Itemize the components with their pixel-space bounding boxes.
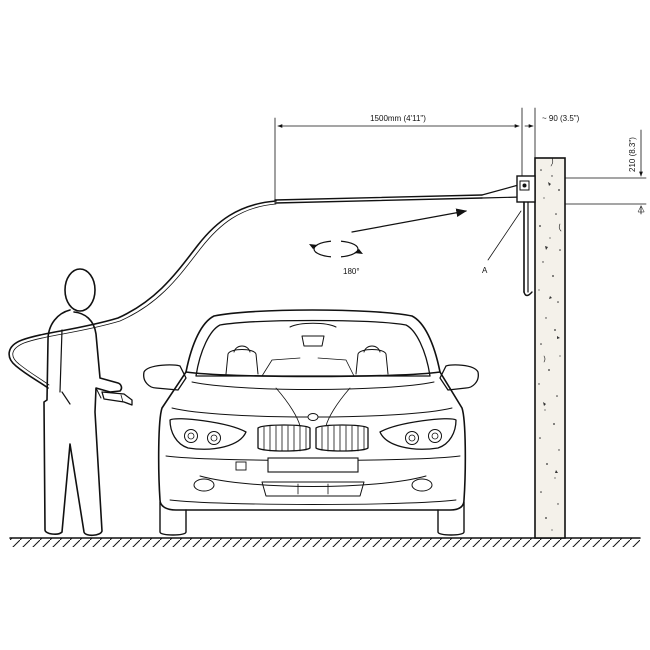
part-a-label: A	[482, 266, 488, 275]
direction-arrow	[351, 208, 468, 233]
mirror-left	[143, 364, 187, 391]
tyre-left	[159, 501, 187, 536]
dimension-arm-length: 1500mm (4'11")	[274, 107, 523, 201]
car-front-view	[143, 309, 479, 536]
headlight-left	[169, 418, 247, 450]
wall-bracket	[516, 175, 536, 297]
ground	[9, 537, 641, 547]
car-roof	[185, 309, 441, 373]
rearview-mirror	[301, 335, 325, 347]
tyre-right	[437, 501, 465, 536]
wall-offset-label: ~ 90 (3.5")	[542, 114, 580, 123]
dimension-bracket-height: 210 (8.3")	[564, 129, 647, 215]
car-body	[157, 371, 467, 511]
rotation-label: 180°	[343, 267, 360, 276]
fog-light-right	[411, 478, 433, 492]
car-badge	[307, 413, 319, 421]
person-body	[43, 309, 123, 537]
wall	[534, 157, 566, 539]
seat-right	[355, 349, 389, 375]
person-figure	[43, 268, 123, 537]
grille	[257, 424, 369, 452]
fog-light-left	[193, 478, 215, 492]
part-a-callout: A	[482, 210, 522, 275]
headlight-right	[379, 418, 457, 450]
bracket-height-label: 210 (8.3")	[628, 137, 637, 172]
seat-left	[225, 349, 259, 375]
tow-hook-cover	[235, 461, 247, 471]
arm-length-label: 1500mm (4'11")	[370, 114, 426, 123]
charging-arm	[274, 183, 523, 204]
person-head	[64, 268, 96, 312]
mirror-right	[439, 364, 479, 391]
charging-cable	[8, 200, 277, 389]
windshield	[195, 319, 431, 377]
wall-texture	[538, 157, 562, 531]
charging-plug	[101, 391, 133, 406]
ground-hatching	[10, 538, 640, 547]
rotation-symbol: 180°	[309, 239, 363, 276]
license-plate	[267, 457, 359, 473]
dimension-wall-offset: ~ 90 (3.5")	[524, 107, 580, 159]
